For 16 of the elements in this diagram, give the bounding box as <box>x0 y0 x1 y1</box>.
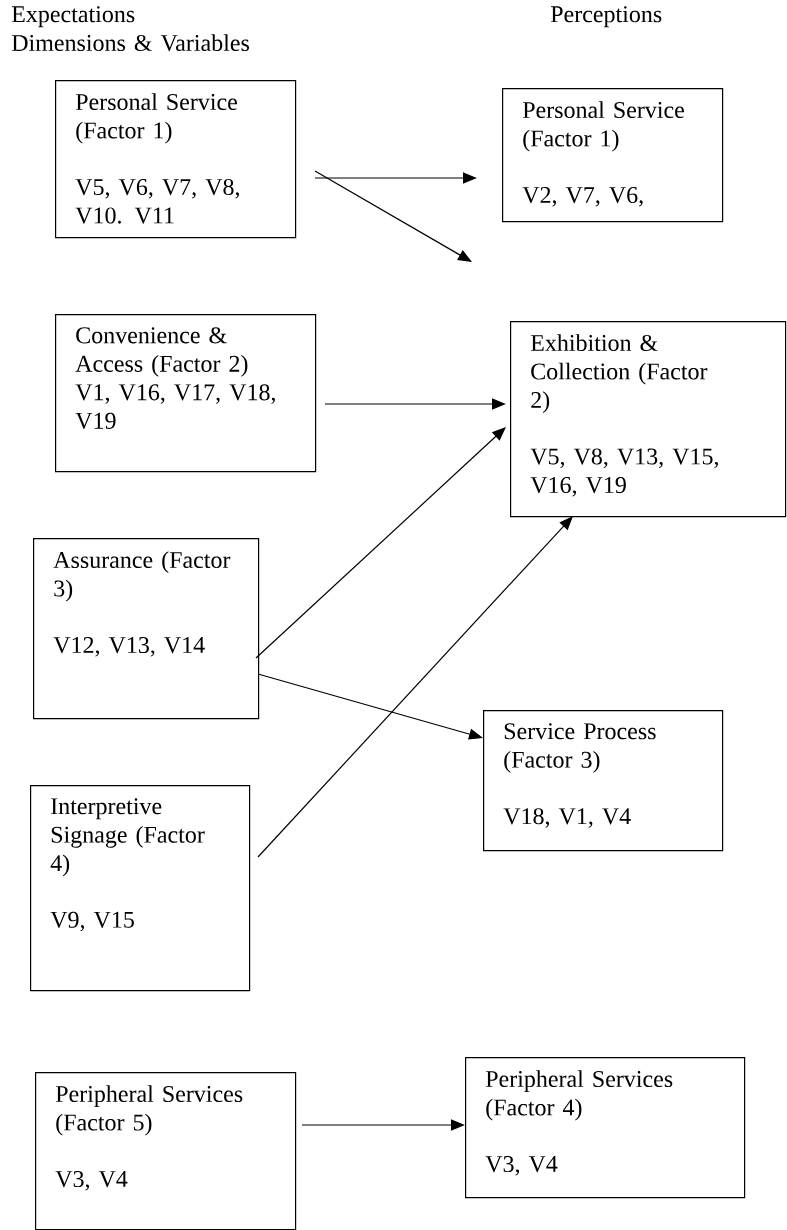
arrow <box>257 673 483 740</box>
heading-label: Perceptions <box>550 6 662 28</box>
factor-box: Interpretive Signage (Factor 4) V9, V15 <box>30 785 251 992</box>
arrow <box>255 427 506 659</box>
factor-box: Convenience & Access (Factor 2) V1, V16, V17, V18, V19 <box>55 314 317 473</box>
arrow <box>257 516 573 858</box>
factor-box: Exhibition & Collection (Factor 2) V5, V8, V13, V15, V16, V19 <box>510 321 787 518</box>
factor-box: Peripheral Services (Factor 4) V3, V4 <box>465 1057 746 1199</box>
factor-box: Personal Service (Factor 1) V5, V6, V7, V8, V10. V11 <box>55 80 297 239</box>
factor-box: Personal Service (Factor 1) V2, V7, V6, <box>502 88 724 223</box>
factor-box: Service Process (Factor 3) V18, V1, V4 <box>483 710 724 852</box>
arrow <box>314 170 472 262</box>
factor-box: Assurance (Factor 3) V12, V13, V14 <box>33 538 260 720</box>
factor-box: Peripheral Services (Factor 5) V3, V4 <box>35 1072 297 1230</box>
heading-label: Expectations <box>11 6 135 28</box>
heading-label: Dimensions & Variables <box>11 34 249 52</box>
